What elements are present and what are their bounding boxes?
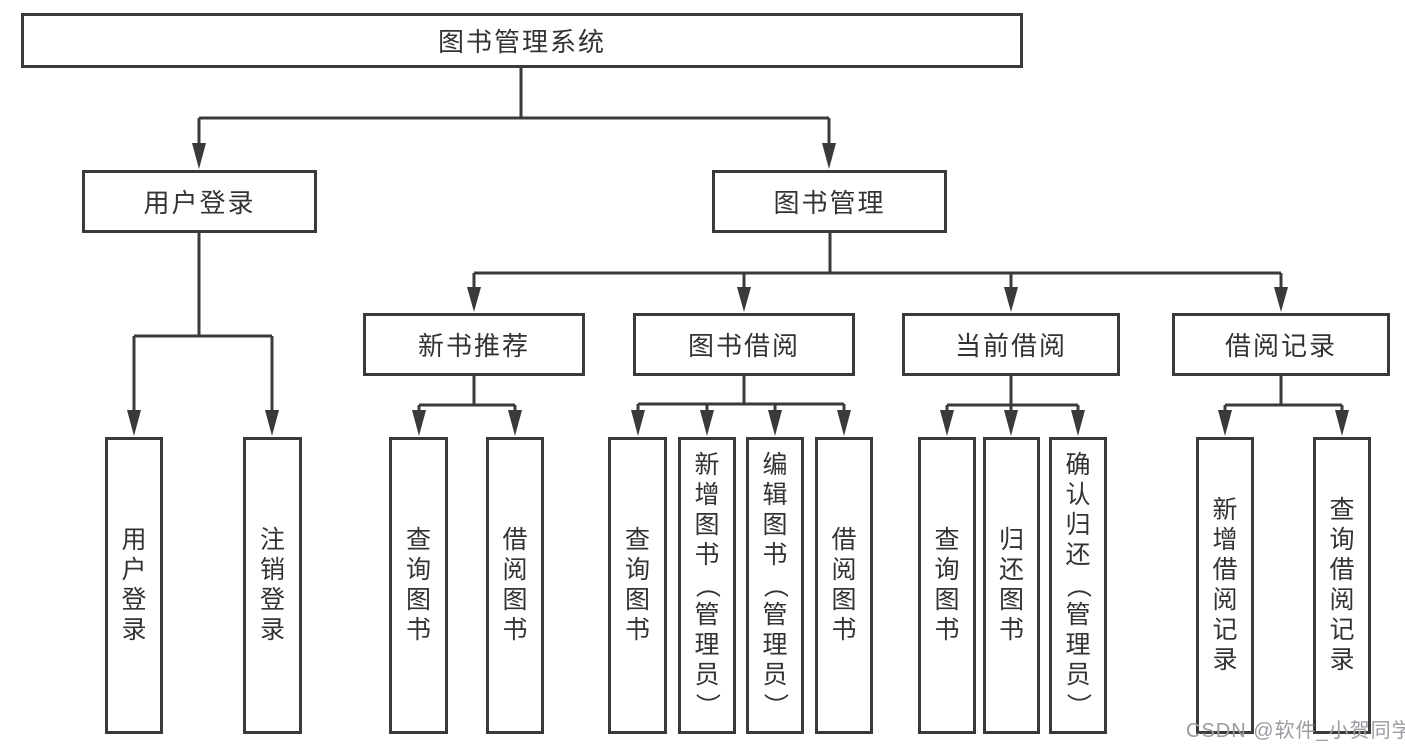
node-label: 图书借阅 xyxy=(687,331,800,361)
node-label: 借阅图书 xyxy=(502,526,528,644)
leaf-add-books-admin: 新增图书（管理员） xyxy=(678,437,736,734)
leaf-query-books-current: 查询图书 xyxy=(918,437,976,734)
node-label: 查询图书 xyxy=(624,526,650,644)
leaf-user-login: 用户登录 xyxy=(105,437,163,734)
node-label: 注销登录 xyxy=(259,526,285,644)
node-book-borrowing: 图书借阅 xyxy=(633,313,855,376)
leaf-return-books: 归还图书 xyxy=(983,437,1040,734)
node-book-management-branch: 图书管理 xyxy=(712,170,947,233)
node-label: 用户登录 xyxy=(121,526,147,644)
node-label: 图书管理 xyxy=(773,188,886,218)
node-label: 查询借阅记录 xyxy=(1329,496,1355,674)
node-label: 图书管理系统 xyxy=(437,27,606,57)
node-label: 借阅图书 xyxy=(831,526,857,644)
node-new-book-recommend: 新书推荐 xyxy=(363,313,585,376)
leaf-edit-books-admin: 编辑图书（管理员） xyxy=(746,437,804,734)
node-current-borrowing: 当前借阅 xyxy=(902,313,1120,376)
leaf-borrow-books-recommend: 借阅图书 xyxy=(486,437,544,734)
leaf-confirm-return-admin: 确认归还（管理员） xyxy=(1049,437,1107,734)
node-user-login-branch: 用户登录 xyxy=(82,170,317,233)
node-label: 用户登录 xyxy=(143,188,256,218)
leaf-query-borrow-record: 查询借阅记录 xyxy=(1313,437,1371,734)
leaf-borrow-books: 借阅图书 xyxy=(815,437,873,734)
node-label: 确认归还（管理员） xyxy=(1064,451,1093,719)
tree-edges xyxy=(132,68,1344,413)
node-borrowing-records: 借阅记录 xyxy=(1172,313,1390,376)
leaf-query-books-borrowing: 查询图书 xyxy=(608,437,667,734)
node-label: 编辑图书（管理员） xyxy=(761,451,790,719)
node-library-management-system: 图书管理系统 xyxy=(21,13,1023,68)
node-label: 当前借阅 xyxy=(954,331,1067,361)
node-label: 新书推荐 xyxy=(417,331,530,361)
node-label: 新增借阅记录 xyxy=(1212,496,1238,674)
node-label: 查询图书 xyxy=(405,526,431,644)
leaf-logout: 注销登录 xyxy=(243,437,302,734)
arrowheads xyxy=(127,143,1349,436)
csdn-watermark: CSDN @软件_小贺同学 xyxy=(1186,720,1405,742)
leaf-add-borrow-record: 新增借阅记录 xyxy=(1196,437,1254,734)
leaf-query-books-recommend: 查询图书 xyxy=(389,437,448,734)
node-label: 查询图书 xyxy=(934,526,960,644)
node-label: 新增图书（管理员） xyxy=(693,451,722,719)
node-label: 归还图书 xyxy=(998,526,1024,644)
node-label: 借阅记录 xyxy=(1224,331,1337,361)
